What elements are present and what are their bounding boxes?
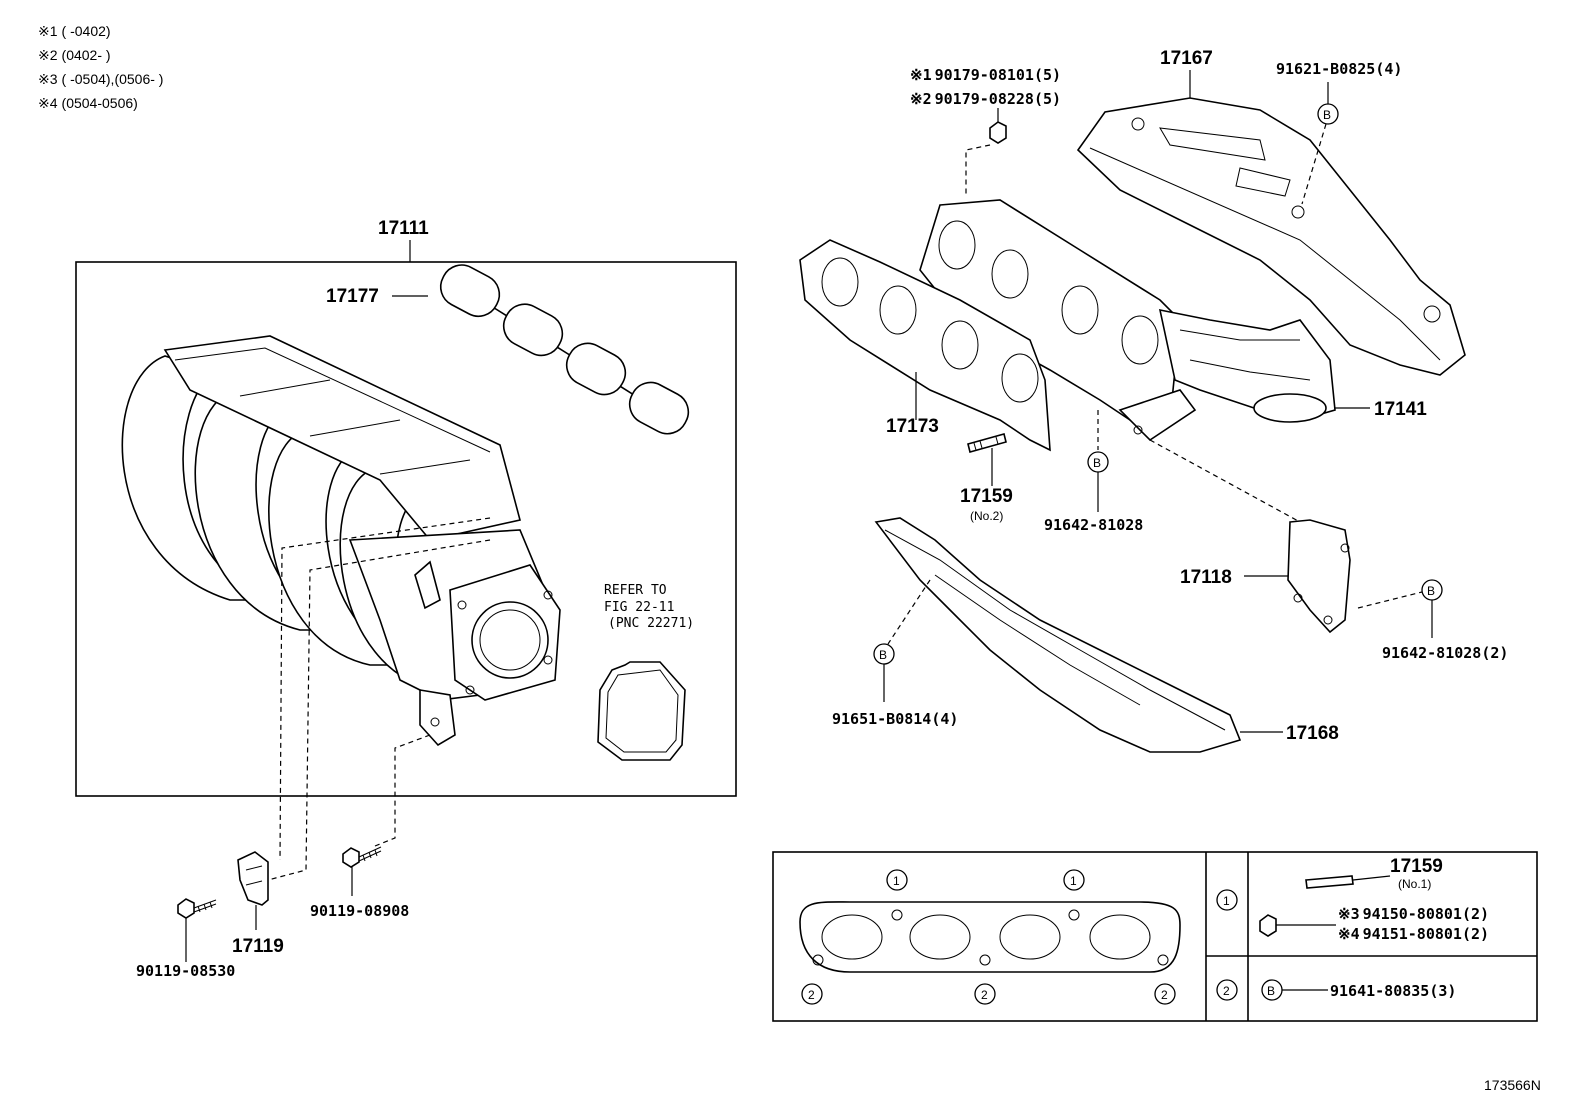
refer-line-2: FIG 22-11 bbox=[604, 600, 674, 615]
intake-bracket bbox=[237, 851, 269, 906]
stud-no2 bbox=[967, 433, 1007, 453]
lower-insulator-label: 17168 bbox=[1286, 723, 1339, 744]
legend-row-1-marker: 1 bbox=[1223, 894, 1230, 908]
upper-insulator-label: 17167 bbox=[1160, 48, 1213, 69]
legend-stud-icon bbox=[1305, 875, 1354, 889]
intake-gasket-label: 17177 bbox=[326, 286, 379, 307]
legend-gasket bbox=[799, 901, 1181, 973]
center-bolt-label: 91642-81028 bbox=[1044, 516, 1143, 534]
lower-heat-insulator bbox=[874, 517, 1242, 753]
exhaust-bracket-label: 17118 bbox=[1180, 567, 1232, 588]
exhaust-bracket bbox=[1287, 519, 1351, 634]
nut-icon bbox=[989, 121, 1007, 144]
marker-b-lower: B bbox=[879, 648, 887, 662]
intake-gasket bbox=[439, 264, 690, 435]
intake-manifold-group: 17111 17177 bbox=[75, 218, 737, 980]
refer-line-1: REFER TO bbox=[604, 583, 667, 598]
legend-nut-icon bbox=[1259, 914, 1277, 937]
exhaust-gasket bbox=[799, 239, 1051, 452]
bolt-90119-08908 bbox=[342, 846, 382, 868]
manifold-label: 17141 bbox=[1374, 399, 1427, 420]
upper-bolt-label: 91621-B0825(4) bbox=[1276, 60, 1402, 78]
legend-stud-sub: (No.1) bbox=[1398, 877, 1431, 891]
throttle-gasket bbox=[597, 661, 686, 761]
marker-b-bracket: B bbox=[1427, 584, 1435, 598]
legend-bolt-label: 91641-80835(3) bbox=[1330, 982, 1456, 1000]
intake-assembly-frame bbox=[75, 261, 737, 797]
bolt-90119-08530 bbox=[177, 898, 217, 919]
legend-stud-label: 17159 bbox=[1390, 856, 1443, 877]
lower-bolt-label: 91651-B0814(4) bbox=[832, 710, 958, 728]
stud-label: 17159 bbox=[960, 486, 1013, 507]
intake-manifold bbox=[121, 335, 561, 747]
legend-ref-2b: 2 bbox=[981, 988, 988, 1002]
svg-text:※2(0402- ): ※2(0402- ) bbox=[38, 47, 111, 63]
bolt-mid-label: 90119-08908 bbox=[310, 902, 409, 920]
refer-line-3: (PNC 22271) bbox=[608, 616, 694, 631]
marker-b-upper: B bbox=[1323, 108, 1331, 122]
legend-ref-1a: 1 bbox=[893, 874, 900, 888]
exhaust-gasket-label: 17173 bbox=[886, 416, 939, 437]
svg-text:※3( -0504),(0506- ): ※3( -0504),(0506- ) bbox=[38, 71, 163, 87]
legend-ref-2a: 2 bbox=[808, 988, 815, 1002]
legend-marker-b: B bbox=[1267, 984, 1275, 998]
upper-heat-insulator bbox=[1076, 97, 1466, 376]
notes-block: ※1( -0402) ※2(0402- ) ※3( -0504),(0506- … bbox=[38, 23, 163, 111]
figure-id: 173566N bbox=[1484, 1077, 1541, 1093]
intake-bracket-label: 17119 bbox=[232, 936, 284, 957]
marker-b-center: B bbox=[1093, 456, 1101, 470]
svg-text:※1( -0402): ※1( -0402) bbox=[38, 23, 111, 39]
bracket-bolt-label: 91642-81028(2) bbox=[1382, 644, 1508, 662]
legend-ref-2c: 2 bbox=[1161, 988, 1168, 1002]
exhaust-manifold bbox=[919, 199, 1336, 442]
svg-text:※4(0504-0506): ※4(0504-0506) bbox=[38, 95, 138, 111]
intake-assembly-label: 17111 bbox=[378, 218, 429, 239]
legend-ref-1b: 1 bbox=[1070, 874, 1077, 888]
legend-row-2-marker: 2 bbox=[1223, 984, 1230, 998]
bolt-left-label: 90119-08530 bbox=[136, 962, 235, 980]
stud-sub-label: (No.2) bbox=[970, 509, 1003, 523]
